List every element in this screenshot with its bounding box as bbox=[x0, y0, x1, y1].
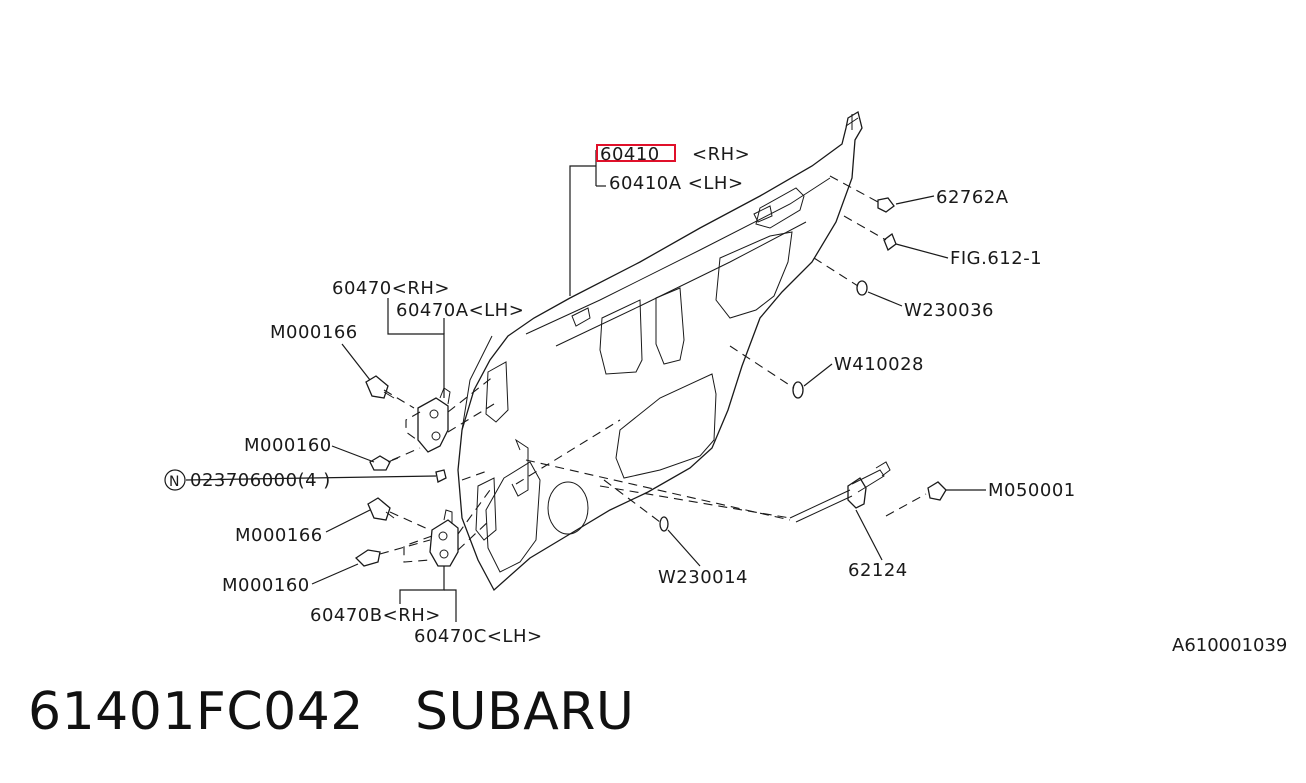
dashed-guides bbox=[379, 175, 927, 563]
bolt-upper-a[interactable] bbox=[365, 375, 395, 399]
lower-hinge-plate bbox=[475, 477, 497, 541]
label-w230014[interactable]: W230014 bbox=[658, 567, 748, 588]
bolt-checker[interactable] bbox=[927, 481, 947, 501]
label-60470b-rh[interactable]: 60470B<RH> bbox=[310, 605, 441, 626]
door-panel[interactable] bbox=[457, 110, 863, 592]
label-62762a[interactable]: 62762A bbox=[936, 187, 1009, 208]
bolt-upper-b[interactable] bbox=[369, 455, 399, 471]
upper-hinge-plate bbox=[485, 361, 509, 423]
nut-symbol-circle bbox=[164, 469, 186, 491]
clip-fig612[interactable] bbox=[883, 232, 897, 252]
highlight-box bbox=[596, 144, 676, 162]
label-60410[interactable]: 60410 bbox=[600, 144, 660, 165]
leader-lines bbox=[185, 150, 986, 622]
label-60470-rh[interactable]: 60470<RH> bbox=[332, 278, 450, 299]
label-62124[interactable]: 62124 bbox=[848, 560, 908, 581]
bolt-lower-a[interactable] bbox=[367, 497, 395, 521]
door-checker[interactable] bbox=[789, 461, 891, 523]
nut[interactable] bbox=[435, 469, 447, 483]
part-number-caption: 61401FC042 SUBARU bbox=[28, 682, 635, 742]
label-fig612[interactable]: FIG.612-1 bbox=[950, 248, 1042, 269]
lower-hinge[interactable] bbox=[429, 509, 459, 567]
label-60470a-lh[interactable]: 60470A<LH> bbox=[396, 300, 524, 321]
fastener-62762a[interactable] bbox=[877, 197, 895, 213]
nut-symbol: N bbox=[169, 474, 180, 490]
plug-w230036[interactable] bbox=[856, 280, 868, 296]
upper-hinge[interactable] bbox=[417, 387, 451, 453]
label-m000160-upper[interactable]: M000160 bbox=[244, 435, 332, 456]
reference-code: A610001039 bbox=[1172, 635, 1288, 656]
label-w230036[interactable]: W230036 bbox=[904, 300, 994, 321]
label-m000166-upper[interactable]: M000166 bbox=[270, 322, 358, 343]
label-023706000[interactable]: 023706000(4 ) bbox=[190, 470, 331, 491]
label-m000166-lower[interactable]: M000166 bbox=[235, 525, 323, 546]
label-w410028[interactable]: W410028 bbox=[834, 354, 924, 375]
label-60410-side: <RH> bbox=[692, 144, 750, 165]
plug-w410028[interactable] bbox=[792, 381, 804, 399]
label-m050001[interactable]: M050001 bbox=[988, 480, 1076, 501]
bolt-lower-b[interactable] bbox=[354, 549, 381, 567]
label-60410a[interactable]: 60410A <LH> bbox=[609, 173, 744, 194]
label-m000160-lower[interactable]: M000160 bbox=[222, 575, 310, 596]
label-60470c-lh[interactable]: 60470C<LH> bbox=[414, 626, 543, 647]
plug-w230014[interactable] bbox=[659, 516, 669, 532]
